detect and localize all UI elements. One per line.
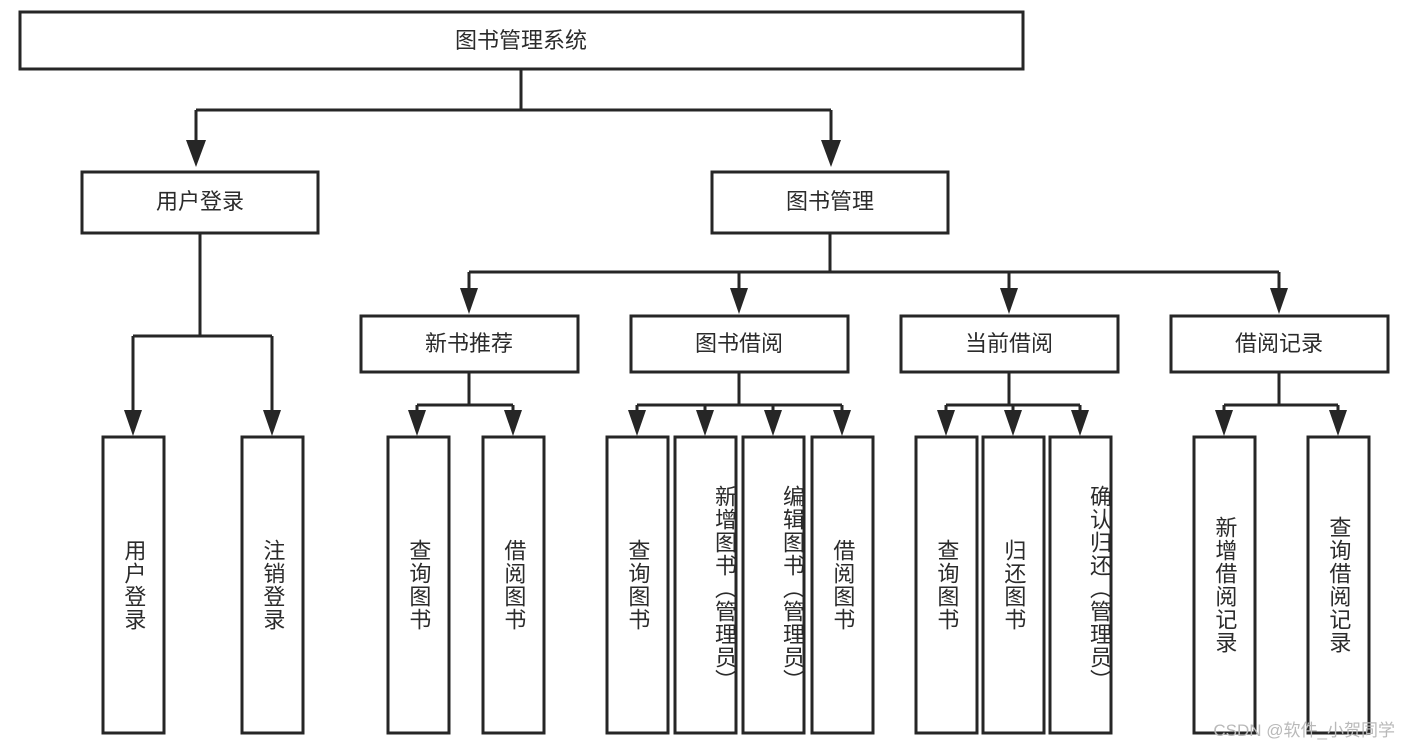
node-label: 借阅记录 [1235, 331, 1323, 356]
arrow-icon [460, 288, 478, 314]
node-label: 图书管理 [786, 189, 874, 214]
node-box[interactable] [899, 314, 1120, 374]
node-user-login[interactable]: 用户登录 [80, 170, 320, 235]
arrow-icon [1000, 288, 1018, 314]
leaf-box-query-book-1[interactable] [386, 435, 451, 735]
connector-root-to-level2 [186, 69, 841, 167]
arrow-icon [730, 288, 748, 314]
node-box[interactable] [18, 10, 1025, 71]
arrow-icon [263, 410, 281, 436]
node-label: 新书推荐 [425, 331, 513, 356]
node-current-borrow[interactable]: 当前借阅 [899, 314, 1120, 374]
leaf-box-add-book[interactable] [673, 435, 738, 735]
leaf-box-query-record[interactable] [1306, 435, 1371, 735]
node-new-book-recommend[interactable]: 新书推荐 [359, 314, 580, 374]
leaf-box-query-book-3[interactable] [914, 435, 979, 735]
arrow-icon [1215, 410, 1233, 436]
leaf-box-add-record[interactable] [1192, 435, 1257, 735]
node-box[interactable] [710, 170, 950, 235]
arrow-icon [408, 410, 426, 436]
arrow-icon [186, 140, 206, 167]
leaf-box-edit-book[interactable] [741, 435, 806, 735]
arrow-icon [833, 410, 851, 436]
leaf-box-borrow-book-2[interactable] [810, 435, 875, 735]
node-label: 图书管理系统 [455, 28, 587, 53]
leaf-box-borrow-book-1[interactable] [481, 435, 546, 735]
connector-newbook-to-leaves [408, 372, 522, 436]
node-book-borrow[interactable]: 图书借阅 [629, 314, 850, 374]
node-label: 当前借阅 [965, 331, 1053, 356]
watermark-text: CSDN @软件_小贺同学 [1213, 721, 1395, 740]
connector-currentborrow-to-leaves [937, 372, 1089, 436]
arrow-icon [628, 410, 646, 436]
arrow-icon [1329, 410, 1347, 436]
arrow-icon [124, 410, 142, 436]
arrow-icon [764, 410, 782, 436]
arrow-icon [937, 410, 955, 436]
leaf-box-confirm-return[interactable] [1048, 435, 1113, 735]
arrow-icon [1004, 410, 1022, 436]
leaf-box-user-login[interactable] [101, 435, 166, 735]
leaf-box-logout[interactable] [240, 435, 305, 735]
arrow-icon [1071, 410, 1089, 436]
connector-borrowrecord-to-leaves [1215, 372, 1347, 436]
node-box[interactable] [629, 314, 850, 374]
node-label: 图书借阅 [695, 331, 783, 356]
node-box[interactable] [359, 314, 580, 374]
node-book-management[interactable]: 图书管理 [710, 170, 950, 235]
arrow-icon [504, 410, 522, 436]
node-root[interactable]: 图书管理系统 [18, 10, 1025, 71]
connector-bookborrow-to-leaves [628, 372, 851, 436]
node-box[interactable] [1169, 314, 1390, 374]
connector-bookmgmt-to-level3 [460, 233, 1288, 314]
connector-userlogin-to-leaves [124, 233, 281, 436]
node-label: 用户登录 [156, 189, 244, 214]
leaf-box-return-book[interactable] [981, 435, 1046, 735]
arrow-icon [696, 410, 714, 436]
arrow-icon [821, 140, 841, 167]
node-borrow-record[interactable]: 借阅记录 [1169, 314, 1390, 374]
node-box[interactable] [80, 170, 320, 235]
leaf-box-query-book-2[interactable] [605, 435, 670, 735]
arrow-icon [1270, 288, 1288, 314]
